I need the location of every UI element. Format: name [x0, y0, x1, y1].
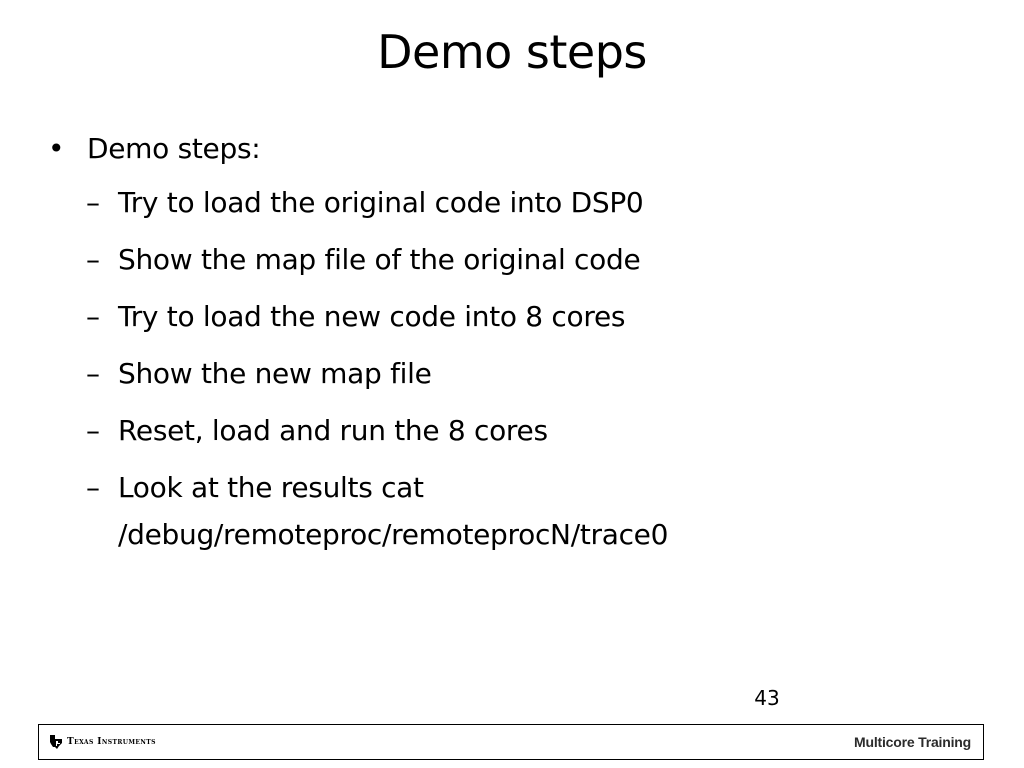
page-number: 43 [754, 686, 780, 710]
sub-item-show-original-map: – Show the map file of the original code [86, 231, 984, 288]
dash-marker: – [86, 186, 100, 219]
sub-bullet-list: – Try to load the original code into DSP… [86, 174, 984, 558]
sub-item-text: Try to load the new code into 8 cores [118, 300, 626, 333]
bullet-item-demo-steps: • Demo steps: – Try to load the original… [44, 124, 984, 558]
sub-item-look-at-results: – Look at the results cat /debug/remotep… [86, 459, 984, 558]
sub-item-reset-load-run: – Reset, load and run the 8 cores [86, 402, 984, 459]
dash-marker: – [86, 414, 100, 447]
texas-state-icon [50, 735, 62, 749]
ti-logo-text: Texas Instruments [67, 737, 156, 747]
sub-item-load-new-code: – Try to load the new code into 8 cores [86, 288, 984, 345]
footer-bar: Texas Instruments Multicore Training [38, 724, 984, 760]
ti-logo: Texas Instruments [49, 733, 156, 751]
slide-title: Demo steps [377, 25, 647, 79]
footer-label: Multicore Training [854, 734, 971, 750]
dash-marker: – [86, 300, 100, 333]
bullet-label: Demo steps: [87, 132, 261, 165]
bullet-list: • Demo steps: – Try to load the original… [44, 124, 984, 558]
dash-marker: – [86, 471, 100, 504]
sub-item-text-line2: /debug/remoteproc/remoteprocN/trace0 [118, 518, 669, 551]
sub-item-text: Reset, load and run the 8 cores [118, 414, 548, 447]
dash-marker: – [86, 357, 100, 390]
sub-item-text: Look at the results cat [118, 471, 424, 504]
dash-marker: – [86, 243, 100, 276]
sub-item-text: Show the new map file [118, 357, 432, 390]
bullet-marker: • [48, 132, 65, 165]
sub-item-text: Try to load the original code into DSP0 [118, 186, 644, 219]
sub-item-show-new-map: – Show the new map file [86, 345, 984, 402]
sub-item-text: Show the map file of the original code [118, 243, 641, 276]
sub-item-load-original: – Try to load the original code into DSP… [86, 174, 984, 231]
